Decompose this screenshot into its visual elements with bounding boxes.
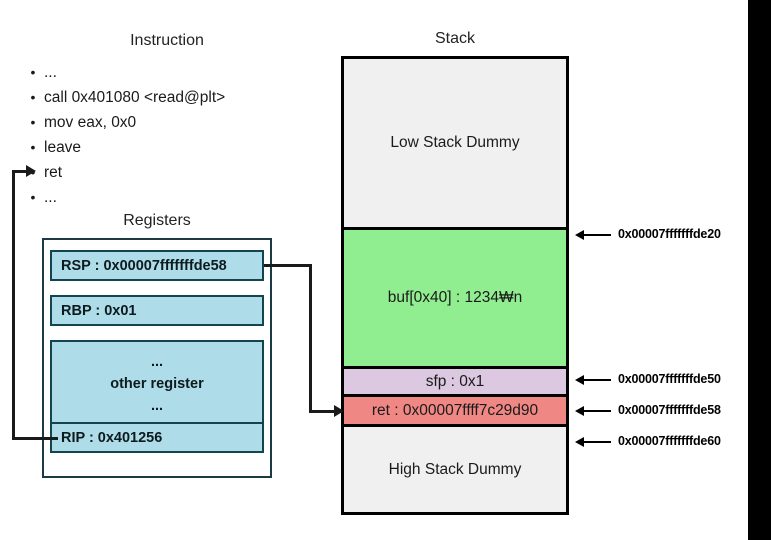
list-item-ret: • ret: [22, 160, 312, 185]
register-rsp: RSP : 0x00007fffffffde58: [50, 250, 264, 281]
left-arrow-icon: [575, 405, 611, 416]
instruction-text: ret: [44, 164, 63, 181]
list-item: • ...: [22, 185, 312, 210]
register-other-ellipsis-bottom: ...: [150, 397, 164, 414]
stack-segment-ret: ret : 0x00007ffff7c29d90: [344, 397, 566, 427]
rip-connector-segment: [12, 437, 58, 440]
instruction-list: • ... • call 0x401080 <read@plt> • mov e…: [22, 60, 312, 210]
bullet-icon: •: [30, 189, 36, 205]
bullet-icon: •: [30, 114, 36, 130]
right-edge-band: [748, 0, 771, 540]
address-value: 0x00007fffffffde58: [618, 403, 721, 417]
instruction-text: ...: [44, 189, 57, 206]
rip-connector-segment: [12, 170, 30, 173]
instruction-text: call 0x401080 <read@plt>: [44, 89, 226, 106]
list-item: • leave: [22, 135, 312, 160]
list-item: • ...: [22, 60, 312, 85]
left-arrow-icon: [575, 374, 611, 385]
rsp-connector-arrow-icon: [334, 405, 344, 417]
stack-segment-buffer: buf[0x40] : 1234₩n: [344, 227, 566, 369]
address-annotation-de20: 0x00007fffffffde20: [575, 226, 721, 242]
rsp-connector-segment: [309, 410, 342, 413]
stack-segment-high-dummy: High Stack Dummy: [344, 427, 566, 512]
register-rip: RIP : 0x401256: [50, 422, 264, 453]
left-arrow-icon: [575, 436, 611, 447]
bullet-icon: •: [30, 89, 36, 105]
address-annotation-de60: 0x00007fffffffde60: [575, 433, 721, 449]
instruction-title: Instruction: [130, 32, 204, 49]
address-annotation-de50: 0x00007fffffffde50: [575, 371, 721, 387]
bullet-icon: •: [30, 139, 36, 155]
stack-segment-sfp: sfp : 0x1: [344, 369, 566, 397]
instruction-text: ...: [44, 64, 57, 81]
left-arrow-icon: [575, 229, 611, 240]
stack-segment-low-dummy: Low Stack Dummy: [344, 59, 566, 227]
register-other-ellipsis-top: ...: [150, 353, 164, 370]
register-other-label: other register: [110, 375, 204, 392]
instruction-text: mov eax, 0x0: [44, 114, 137, 131]
rip-connector-arrow-icon: [26, 165, 36, 177]
registers-title: Registers: [123, 212, 191, 229]
address-value: 0x00007fffffffde20: [618, 227, 721, 241]
list-item: • call 0x401080 <read@plt>: [22, 85, 312, 110]
rip-connector-segment: [12, 170, 15, 439]
rsp-connector-segment: [309, 264, 312, 412]
address-value: 0x00007fffffffde50: [618, 372, 721, 386]
address-annotation-de58: 0x00007fffffffde58: [575, 402, 721, 418]
list-item: • mov eax, 0x0: [22, 110, 312, 135]
address-value: 0x00007fffffffde60: [618, 434, 721, 448]
stack-title: Stack: [434, 30, 475, 47]
rsp-connector-segment: [264, 264, 312, 267]
register-other: ... other register ...: [50, 340, 264, 427]
bullet-icon: •: [30, 64, 36, 80]
register-rbp: RBP : 0x01: [50, 295, 264, 326]
instruction-text: leave: [44, 139, 82, 156]
